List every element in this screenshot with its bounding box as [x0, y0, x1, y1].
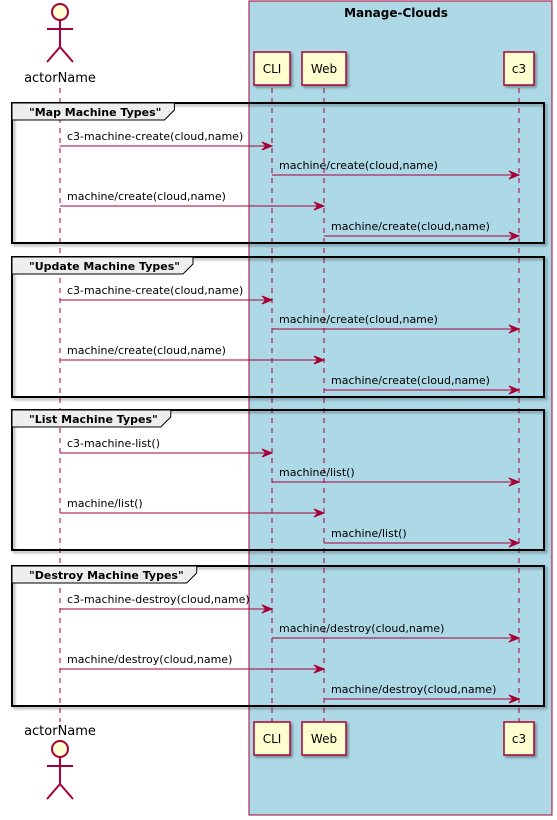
- message-label: c3-machine-create(cloud,name): [67, 284, 243, 297]
- arrowhead-icon: [508, 385, 521, 395]
- arrowhead-icon: [508, 538, 521, 548]
- message: machine/list(): [324, 527, 521, 548]
- arrowhead-icon: [261, 448, 274, 458]
- actor-label-bottom: actorName: [24, 724, 96, 739]
- fragment: "Map Machine Types" c3-machine-create(clo…: [11, 102, 545, 244]
- participant-c3-bottom: c3: [503, 721, 535, 756]
- fragment-title: "List Machine Types": [29, 413, 158, 426]
- message-label: machine/create(cloud,name): [331, 220, 490, 233]
- actor-top: actorName: [24, 3, 96, 86]
- message-label: machine/list(): [331, 527, 407, 540]
- message-label: machine/create(cloud,name): [279, 313, 438, 326]
- message: machine/create(cloud,name): [60, 344, 326, 365]
- message: machine/list(): [60, 497, 326, 518]
- message: c3-machine-create(cloud,name): [60, 284, 274, 305]
- participant-web-label: Web: [311, 62, 337, 76]
- fragment: "Update Machine Types" c3-machine-create(…: [11, 256, 545, 398]
- manage-clouds-box: [248, 0, 553, 816]
- participant-c3-top: c3: [503, 51, 535, 86]
- fragment-frame: [11, 256, 545, 398]
- message: machine/create(cloud,name): [272, 313, 521, 334]
- arrowhead-icon: [508, 231, 521, 241]
- participant-cli-label: CLI: [263, 62, 282, 76]
- arrowhead-icon: [313, 664, 326, 674]
- message-label: machine/destroy(cloud,name): [67, 653, 232, 666]
- arrowhead-icon: [261, 141, 274, 151]
- manage-clouds-title: Manage-Clouds: [344, 6, 448, 20]
- stick-figure-icon: [46, 740, 74, 800]
- fragment: "List Machine Types" c3-machine-list() mac…: [11, 409, 545, 551]
- message-label: machine/create(cloud,name): [279, 159, 438, 172]
- arrowhead-icon: [508, 477, 521, 487]
- message-label: c3-machine-destroy(cloud,name): [67, 593, 250, 606]
- arrowhead-icon: [313, 508, 326, 518]
- message-label: machine/create(cloud,name): [331, 374, 490, 387]
- fragments: "Map Machine Types" c3-machine-create(clo…: [11, 102, 545, 707]
- arrowhead-icon: [261, 604, 274, 614]
- participant-web-label: Web: [311, 732, 337, 746]
- arrowhead-icon: [508, 324, 521, 334]
- participant-web-bottom: Web: [301, 721, 347, 756]
- fragment-title-tab: [11, 256, 194, 275]
- fragment-title: "Map Machine Types": [29, 106, 161, 119]
- message: c3-machine-list(): [60, 437, 274, 458]
- message-label: machine/list(): [67, 497, 143, 510]
- message: machine/list(): [272, 466, 521, 487]
- message: machine/destroy(cloud,name): [272, 622, 521, 643]
- message: machine/destroy(cloud,name): [60, 653, 326, 674]
- stick-figure-icon: [46, 3, 74, 63]
- message: machine/create(cloud,name): [324, 220, 521, 241]
- participant-cli-bottom: CLI: [253, 721, 291, 756]
- arrowhead-icon: [508, 633, 521, 643]
- actor-bottom: actorName: [24, 724, 96, 800]
- fragment-frame: [11, 409, 545, 551]
- fragment-title: "Destroy Machine Types": [29, 569, 184, 582]
- participant-c3-label: c3: [512, 62, 526, 76]
- participant-cli-label: CLI: [263, 732, 282, 746]
- fragment-title-tab: [11, 409, 172, 428]
- message-label: machine/create(cloud,name): [67, 190, 226, 203]
- message-label: c3-machine-list(): [67, 437, 160, 450]
- message: c3-machine-destroy(cloud,name): [60, 593, 274, 614]
- fragment-title-tab: [11, 102, 175, 121]
- participant-c3-label: c3: [512, 732, 526, 746]
- message: machine/destroy(cloud,name): [324, 683, 521, 704]
- message-label: machine/list(): [279, 466, 355, 479]
- fragment-title: "Update Machine Types": [29, 260, 180, 273]
- arrowhead-icon: [261, 295, 274, 305]
- arrowhead-icon: [508, 694, 521, 704]
- message-label: machine/destroy(cloud,name): [331, 683, 496, 696]
- arrowhead-icon: [508, 170, 521, 180]
- message: machine/create(cloud,name): [272, 159, 521, 180]
- arrowhead-icon: [313, 201, 326, 211]
- message: machine/create(cloud,name): [324, 374, 521, 395]
- fragment-frame: [11, 102, 545, 244]
- fragment: "Destroy Machine Types" c3-machine-destro…: [11, 565, 545, 707]
- message: machine/create(cloud,name): [60, 190, 326, 211]
- message-label: machine/create(cloud,name): [67, 344, 226, 357]
- participant-cli-top: CLI: [253, 51, 291, 86]
- message-label: machine/destroy(cloud,name): [279, 622, 444, 635]
- fragment-frame: [11, 565, 545, 707]
- participant-web-top: Web: [301, 51, 347, 86]
- message-label: c3-machine-create(cloud,name): [67, 130, 243, 143]
- message: c3-machine-create(cloud,name): [60, 130, 274, 151]
- actor-label-top: actorName: [24, 71, 96, 86]
- arrowhead-icon: [313, 355, 326, 365]
- fragment-title-tab: [11, 565, 198, 584]
